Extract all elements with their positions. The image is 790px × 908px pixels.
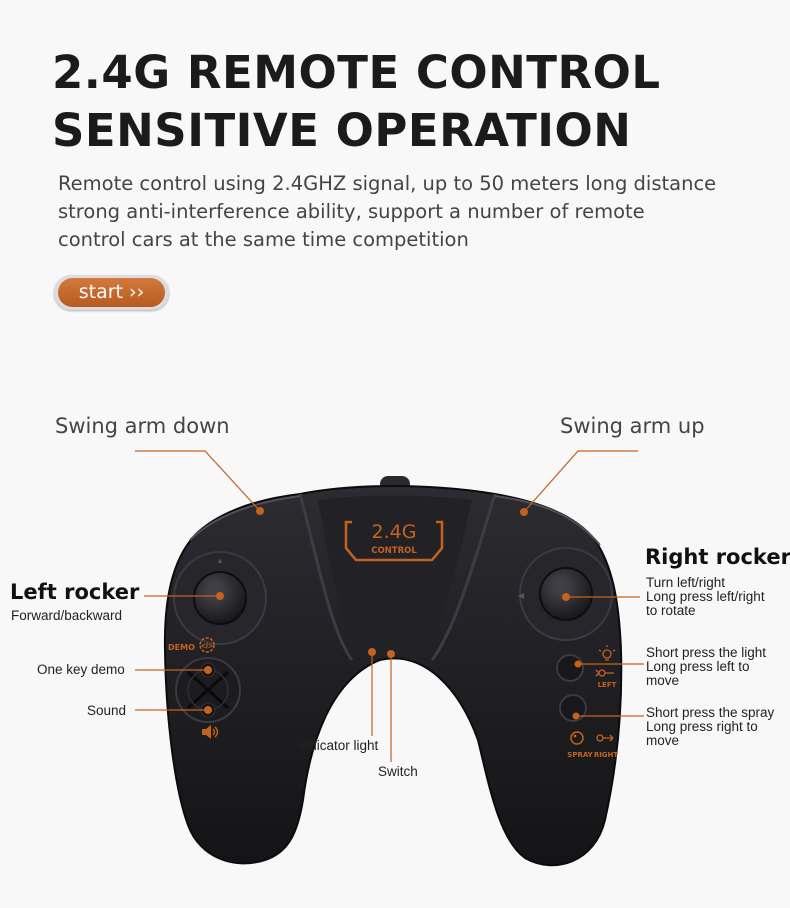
subtitle-line-2: strong anti-interference ability, suppor… — [58, 200, 645, 223]
right-rocker-desc-line-3: to rotate — [646, 603, 696, 618]
right-mark: RIGHT — [594, 751, 619, 759]
headline: 2.4G REMOTE CONTROL SENSITIVE OPERATION — [52, 44, 661, 160]
label-sound: Sound — [87, 703, 127, 718]
headline-line-2: SENSITIVE OPERATION — [52, 104, 632, 157]
label-spray-desc: Short press the spray Long press right t… — [646, 706, 774, 748]
label-right-rocker: Right rocker — [645, 545, 790, 569]
badge-main-text: 2.4G — [372, 521, 417, 543]
spray-mark: SPRAY — [567, 751, 593, 759]
subtitle-line-3: control cars at the same time competitio… — [58, 228, 469, 251]
subtitle-line-1: Remote control using 2.4GHZ signal, up t… — [58, 172, 717, 195]
body-highlight-right — [494, 495, 601, 546]
move-left-arrow-icon — [595, 669, 614, 677]
label-left-rocker: Left rocker — [10, 580, 140, 604]
demo-code-icon: </> — [199, 637, 215, 653]
label-switch: Switch — [378, 764, 418, 779]
subtitle: Remote control using 2.4GHZ signal, up t… — [58, 170, 778, 254]
right-rocker-desc-line-2: Long press left/right — [646, 589, 765, 604]
start-button-label: start — [78, 281, 123, 303]
demo-mark: DEMO — [168, 643, 195, 652]
left-button-pad — [175, 657, 241, 723]
callout-swing-up — [523, 450, 638, 513]
spray-desc-line-3: move — [646, 733, 680, 748]
faceplate-edge-left — [298, 493, 354, 661]
start-button-face[interactable]: start ›› — [58, 278, 165, 307]
left-mark: LEFT — [598, 681, 617, 689]
light-button[interactable] — [556, 654, 584, 682]
move-right-arrow-icon — [596, 734, 614, 742]
up-arrow-icon: ▲ — [216, 556, 224, 565]
badge-sub-text: CONTROL — [371, 546, 417, 556]
left-arrow-icon: ◀ — [518, 591, 525, 600]
badge-2-4g: 2.4G CONTROL — [344, 520, 444, 562]
callout-swing-down — [135, 450, 261, 512]
right-rocker-desc-line-1: Turn left/right — [646, 575, 726, 590]
light-desc-line-2: Long press left to — [646, 659, 750, 674]
center-panel — [318, 495, 472, 648]
light-desc-line-1: Short press the light — [646, 645, 767, 660]
label-left-rocker-desc: Forward/backward — [11, 608, 123, 623]
label-right-rocker-desc: Turn left/right Long press left/right to… — [646, 576, 765, 618]
double-chevron-icon: ›› — [123, 281, 145, 303]
label-swing-arm-up: Swing arm up — [560, 414, 705, 438]
lightbulb-icon — [598, 645, 616, 661]
faceplate-edge-right — [430, 493, 497, 661]
speaker-icon — [202, 725, 219, 739]
label-indicator-light: Indicator light — [298, 738, 379, 753]
spray-desc-line-1: Short press the spray — [646, 705, 775, 720]
label-light-desc: Short press the light Long press left to… — [646, 646, 766, 688]
spray-desc-line-2: Long press right to — [646, 719, 758, 734]
start-button[interactable]: start ›› — [54, 275, 169, 310]
body-highlight-left — [189, 495, 301, 541]
label-swing-arm-down: Swing arm down — [55, 414, 230, 438]
svg-text:</>: </> — [201, 642, 213, 651]
callout-lines — [135, 450, 644, 762]
light-desc-line-3: move — [646, 673, 680, 688]
headline-line-1: 2.4G REMOTE CONTROL — [52, 46, 661, 99]
spray-icon — [570, 731, 584, 745]
callout-dots — [204, 507, 582, 720]
spray-button[interactable] — [559, 694, 587, 722]
label-one-key-demo: One key demo — [37, 662, 125, 677]
